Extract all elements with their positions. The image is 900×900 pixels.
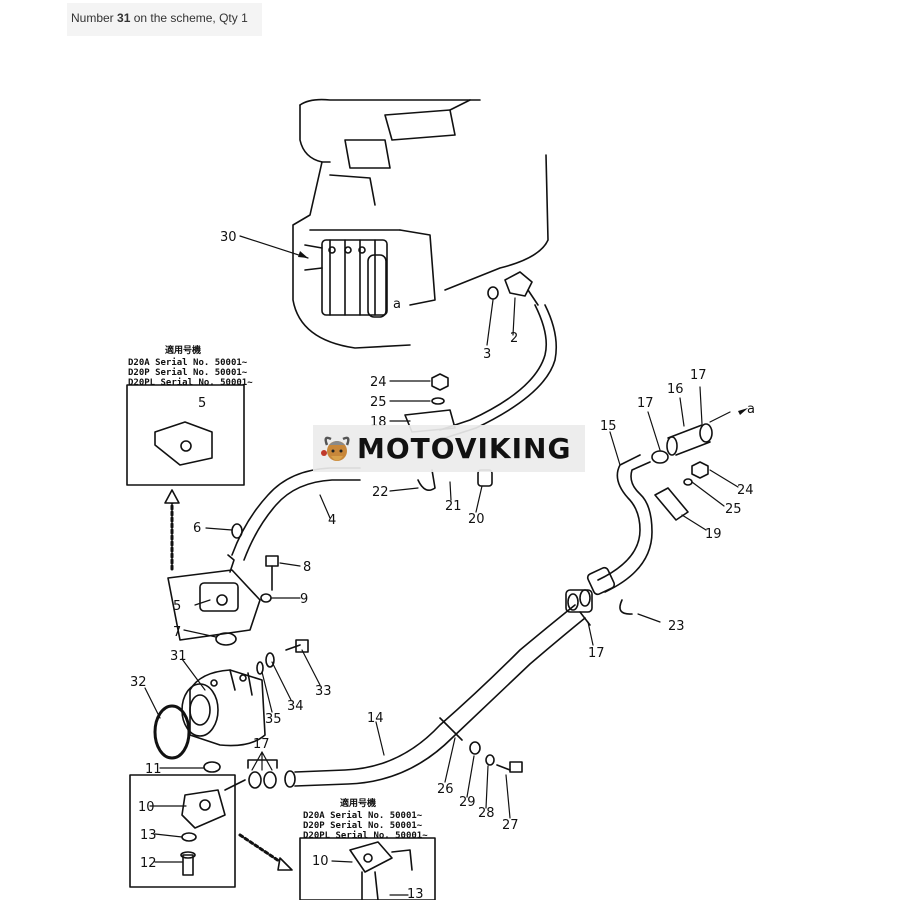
- callout-29: 29: [459, 795, 476, 810]
- callout-30: 30: [220, 230, 237, 245]
- callout-12: 12: [140, 856, 157, 871]
- pipe-15: [586, 423, 713, 615]
- callout-24-left: 24: [370, 375, 387, 390]
- callout-11: 11: [145, 762, 162, 777]
- clamps-17: [247, 589, 591, 789]
- callout-8: 8: [303, 560, 311, 575]
- tank-body: [292, 98, 549, 349]
- callout-10-right: 10: [312, 854, 329, 869]
- callout-34: 34: [287, 699, 304, 714]
- callout-25-right: 25: [725, 502, 742, 517]
- serial-info-top: 適用号機 D20A Serial No. 50001~ D20P Serial …: [128, 344, 253, 388]
- detail-box-bottom-right: [299, 837, 436, 900]
- callout-25-left: 25: [370, 395, 387, 410]
- serial-heading-top: 適用号機: [165, 344, 201, 356]
- callout-23: 23: [668, 619, 685, 634]
- serial-row-top-3: D20PL Serial No. 50001~: [128, 377, 253, 388]
- callout-26: 26: [437, 782, 454, 797]
- callout-14: 14: [367, 711, 384, 726]
- part-caption: Number 31 on the scheme, Qty 1: [67, 3, 262, 36]
- callout-5-box: 5: [198, 396, 206, 411]
- callout-24-right: 24: [737, 483, 754, 498]
- callout-17-pump: 17: [253, 737, 270, 752]
- callout-a-right: a: [747, 402, 755, 417]
- callout-17-upper: 17: [637, 396, 654, 411]
- callout-17-top: 17: [690, 368, 707, 383]
- watermark-text: MOTOVIKING: [357, 432, 572, 465]
- serial-heading-bottom: 適用号機: [340, 797, 376, 809]
- hose-4: [231, 467, 361, 561]
- callout-20: 20: [468, 512, 485, 527]
- fitting-5-mid: [167, 523, 279, 646]
- elbow-fitting-2: [487, 271, 539, 306]
- serial-row-bottom-3: D20PL Serial No. 50001~: [303, 830, 428, 841]
- callout-7: 7: [173, 625, 181, 640]
- callout-35: 35: [265, 712, 282, 727]
- serial-row-bottom-1: D20A Serial No. 50001~: [303, 810, 423, 821]
- callout-4: 4: [328, 513, 336, 528]
- serial-row-top-1: D20A Serial No. 50001~: [128, 357, 248, 368]
- viking-logo-icon: [321, 436, 350, 461]
- callout-27: 27: [502, 818, 519, 833]
- callout-3: 3: [483, 347, 491, 362]
- callout-13-left: 13: [140, 828, 157, 843]
- callout-a-upper: a: [393, 297, 401, 312]
- callout-2: 2: [510, 331, 518, 346]
- callout-15: 15: [600, 419, 617, 434]
- control-valve-30: [304, 239, 388, 318]
- watermark-banner: MOTOVIKING: [313, 425, 585, 472]
- callout-22: 22: [372, 485, 389, 500]
- callout-33: 33: [315, 684, 332, 699]
- serial-row-bottom-2: D20P Serial No. 50001~: [303, 820, 423, 831]
- leader-lines: [144, 235, 739, 896]
- callout-6: 6: [193, 521, 201, 536]
- callout-17-mid: 17: [588, 646, 605, 661]
- callout-28: 28: [478, 806, 495, 821]
- callout-31: 31: [170, 649, 187, 664]
- callout-32: 32: [130, 675, 147, 690]
- serial-info-bottom: 適用号機 D20A Serial No. 50001~ D20P Serial …: [303, 797, 428, 841]
- detail-box-bottom: [129, 774, 293, 888]
- callout-13-right: 13: [407, 887, 424, 900]
- callout-5-mid: 5: [173, 599, 181, 614]
- serial-row-top-2: D20P Serial No. 50001~: [128, 367, 248, 378]
- callout-9: 9: [300, 592, 308, 607]
- callout-10-left: 10: [138, 800, 155, 815]
- callout-19: 19: [705, 527, 722, 542]
- callout-numbers: 30 2 3 a 24 25 18 22 21 20 4 5 6 5 8 9 7…: [130, 230, 755, 900]
- detail-box-top: [126, 384, 245, 574]
- callout-21: 21: [445, 499, 462, 514]
- callout-16: 16: [667, 382, 684, 397]
- pipe-upper: [439, 304, 558, 439]
